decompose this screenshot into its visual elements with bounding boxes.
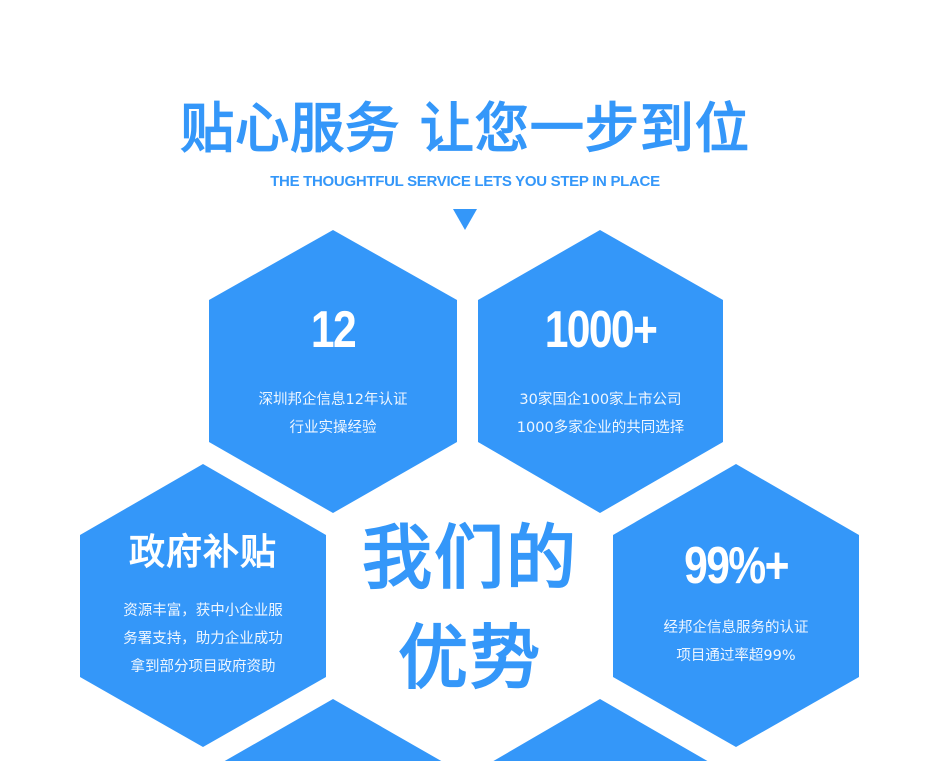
subsidy-line-2: 务署支持，助力企业成功 (123, 631, 283, 647)
advantages-title-line-1: 我们的 (362, 517, 578, 599)
hexagon-partial-bottom-left (224, 699, 442, 761)
hexagon-pass-rate-content: 99%+ 经邦企信息服务的认证 项目通过率超99% (613, 538, 859, 670)
down-triangle-icon (453, 209, 477, 230)
stat-years-line-1: 深圳邦企信息12年认证 (258, 392, 408, 408)
hexagon-clients-content: 1000+ 30家国企100家上市公司 1000多家企业的共同选择 (478, 302, 723, 442)
stat-clients-line-1: 30家国企100家上市公司 (519, 392, 682, 408)
stat-pass-rate: 99%+ (684, 537, 789, 595)
stat-years: 12 (310, 301, 357, 359)
stat-years-line-2: 行业实操经验 (289, 420, 377, 436)
subsidy-heading: 政府补贴 (128, 532, 277, 573)
subsidy-line-3: 拿到部分项目政府资助 (130, 659, 276, 675)
stat-clients: 1000+ (544, 301, 658, 359)
hexagon-partial-bottom-right (493, 699, 708, 761)
subsidy-line-1: 资源丰富，获中小企业服 (123, 603, 283, 619)
page-subtitle: THE THOUGHTFUL SERVICE LETS YOU STEP IN … (270, 173, 660, 190)
hexagon-experience-content: 12 深圳邦企信息12年认证 行业实操经验 (209, 302, 457, 442)
page-title: 贴心服务 让您一步到位 (180, 97, 750, 160)
stat-clients-line-2: 1000多家企业的共同选择 (516, 420, 685, 436)
hexagon-subsidy-content: 政府补贴 资源丰富，获中小企业服 务署支持，助力企业成功 拿到部分项目政府资助 (80, 531, 326, 681)
hexagon-pass-rate (613, 464, 859, 747)
hexagon-experience (209, 230, 457, 513)
advantages-title: 我们的 优势 (340, 508, 600, 708)
pass-rate-line-2: 项目通过率超99% (676, 648, 796, 664)
advantages-title-line-2: 优势 (398, 617, 542, 699)
pass-rate-line-1: 经邦企信息服务的认证 (663, 620, 809, 636)
hexagon-subsidy (80, 464, 326, 747)
hexagon-clients (478, 230, 723, 513)
